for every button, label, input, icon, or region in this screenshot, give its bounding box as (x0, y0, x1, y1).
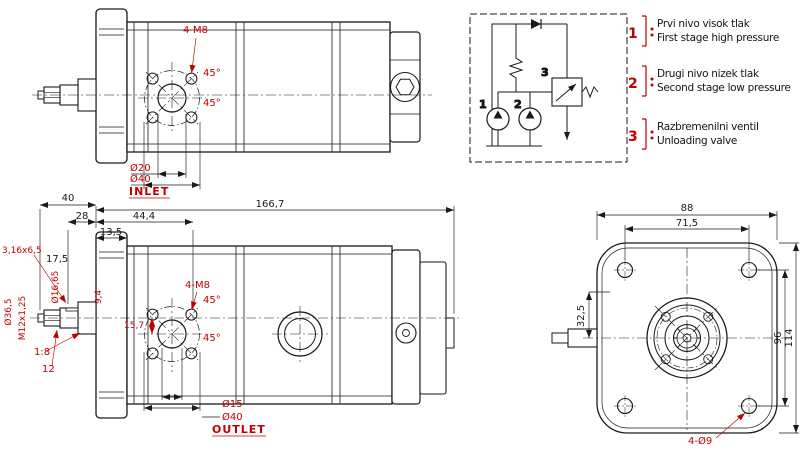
legend-num-2: 2 (628, 76, 638, 92)
dim-17-5: 17,5 (46, 254, 68, 265)
dim-shaft-length: 40 (62, 193, 75, 204)
dimension-lines-top (129, 37, 201, 199)
schematic-lines (486, 23, 599, 147)
outlet-label: OUTLET (212, 423, 266, 436)
schematic-valve-label: 3 (541, 66, 549, 79)
front-view: 88 71,5 32,5 96 114 4-Ø9 (551, 203, 799, 447)
dim-28: 28 (76, 211, 89, 222)
legend-item-2: 2 Drugi nivo nizek tlak Second stage low… (628, 65, 791, 97)
legend-text-si-3: Razbremenilni ventil (657, 121, 759, 133)
legend-text-en-1: First stage high pressure (657, 32, 779, 44)
dim-boss-top: Ø40 (130, 173, 151, 185)
pump2-symbol (518, 107, 542, 131)
schematic-pump1-label: 1 (479, 98, 487, 111)
check-valve-symbol (531, 19, 542, 29)
legend-text-si-2: Drugi nivo nizek tlak (657, 68, 760, 80)
side-view-bottom: 166,7 40 28 44,4 13,5 3,16x6,5 17,5 Ø16,… (2, 193, 460, 437)
legend-item-1: 1 Prvi nivo visok tlak First stage high … (628, 15, 779, 47)
legend-bracket-2 (642, 65, 647, 97)
schematic-border (469, 13, 628, 163)
dim-15-7: 15,7 (124, 321, 144, 331)
side-view-top: 4-M8 45° 45° Ø20 Ø40 INLET (32, 8, 432, 199)
pump-body-bottom (37, 231, 455, 419)
dim-bolt-spacing-v: 96 (773, 332, 784, 345)
dim-32-5: 32,5 (576, 305, 587, 327)
legend-item-3: 3 Razbremenilni ventil Unloading valve (628, 118, 759, 150)
centerlines-front (583, 248, 792, 430)
legend-bracket-3 (642, 118, 647, 150)
hex-plug-top (389, 71, 421, 103)
legend-num-1: 1 (628, 26, 638, 42)
dim-hole-pattern: 4-Ø9 (688, 435, 712, 447)
dim-shaft-dia: Ø16,65 (50, 271, 61, 304)
dim-angle-lower-top: 45° (203, 98, 221, 109)
dim-flange-width: 88 (681, 203, 694, 214)
centerlines-bottom (30, 298, 460, 372)
dim-flange-height: 114 (784, 328, 795, 347)
dim-thread: M12x1,25 (18, 296, 28, 341)
pump1-symbol (486, 107, 510, 131)
dim-angle-upper-bottom: 45° (203, 295, 221, 306)
legend-text-en-3: Unloading valve (657, 135, 737, 147)
dim-44-4: 44,4 (133, 211, 155, 222)
dim-taper: 1:8 (34, 347, 50, 358)
centerlines-top (32, 62, 432, 134)
unloading-valve-symbol (551, 77, 583, 107)
pump-body-top (37, 8, 421, 164)
dim-bolt-pattern-top: 4-M8 (183, 25, 208, 36)
dim-bore-bottom: Ø15 (222, 398, 243, 410)
dim-flange-thickness: 13,5 (100, 227, 122, 238)
dim-9-4: 9,4 (94, 290, 104, 305)
dim-pilot-dia: Ø36,5 (3, 298, 14, 325)
dim-bore-top: Ø20 (130, 162, 151, 174)
dim-12: 12 (42, 364, 55, 375)
valve-spring-symbol (581, 86, 599, 99)
dimension-lines-bottom (33, 202, 455, 437)
dim-angle-upper-top: 45° (203, 68, 221, 79)
hydraulic-schematic: 1 2 3 (469, 13, 628, 163)
dim-angle-lower-bottom: 45° (203, 333, 221, 344)
dim-key-size: 3,16x6,5 (2, 246, 42, 256)
relief-spring-symbol (508, 24, 524, 92)
dim-bolt-pattern-bottom: 4-M8 (185, 280, 210, 291)
dim-bolt-spacing-h: 71,5 (676, 218, 698, 229)
shaft-key (65, 307, 79, 312)
legend-text-en-2: Second stage low pressure (657, 82, 791, 94)
dim-boss-bottom: Ø40 (222, 411, 243, 423)
legend-bracket-1 (642, 15, 647, 47)
schematic-pump2-label: 2 (514, 98, 522, 111)
dim-overall-length: 166,7 (256, 199, 285, 210)
legend-num-3: 3 (628, 129, 638, 145)
inlet-label: INLET (129, 185, 169, 198)
dimension-lines-front (586, 211, 799, 439)
legend: 1 Prvi nivo visok tlak First stage high … (628, 15, 791, 150)
legend-text-si-1: Prvi nivo visok tlak (657, 18, 751, 30)
